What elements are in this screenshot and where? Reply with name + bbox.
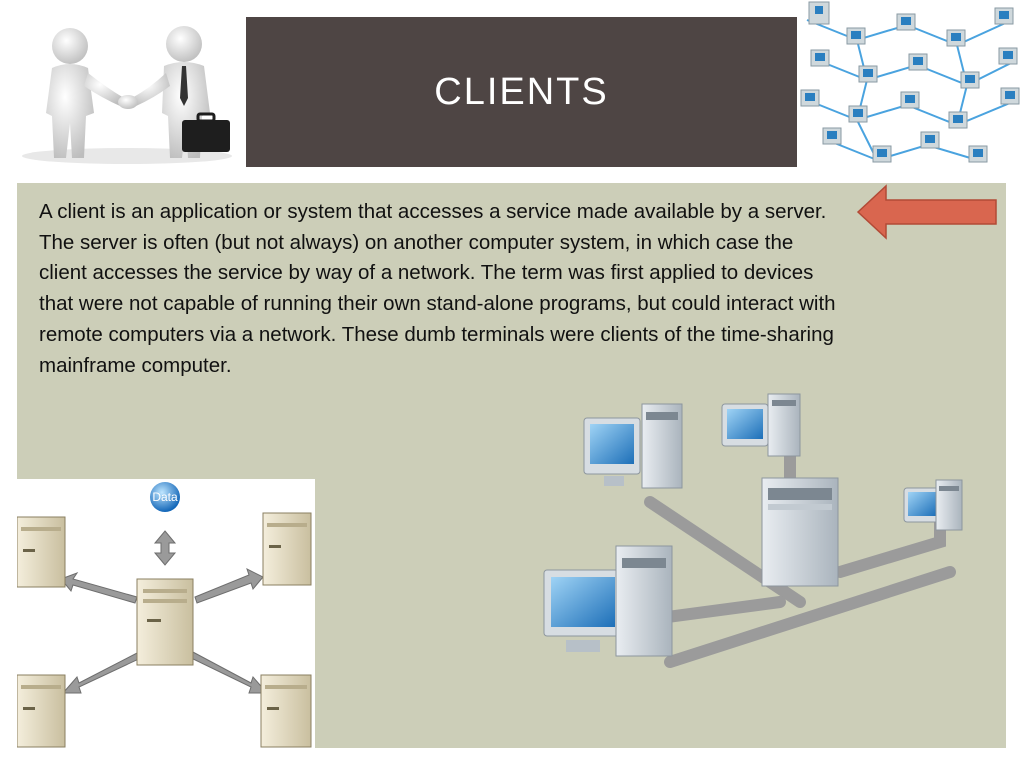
data-label: Data (152, 490, 178, 504)
server-diagram-graphic: Data (16, 482, 312, 748)
server-icon (16, 516, 66, 588)
title-bar: CLIENTS (246, 17, 797, 167)
server-icon (16, 674, 66, 748)
data-globe-icon: Data (150, 482, 180, 512)
server-diagram: Data (16, 479, 315, 748)
handshake-illustration (22, 26, 232, 164)
arrow-left-icon (856, 184, 997, 240)
computer-icon (903, 479, 963, 531)
slide-title: CLIENTS (434, 70, 609, 113)
server-icon (262, 512, 312, 586)
computer-icon (583, 403, 683, 489)
computer-icon (543, 545, 673, 657)
computer-network-illustration (543, 393, 963, 668)
server-icon (761, 477, 839, 587)
body-text: A client is an application or system tha… (39, 200, 836, 377)
network-collage-illustration (797, 0, 1024, 168)
computer-icon (721, 393, 801, 457)
central-server-icon (136, 578, 194, 666)
server-icon (260, 674, 312, 748)
